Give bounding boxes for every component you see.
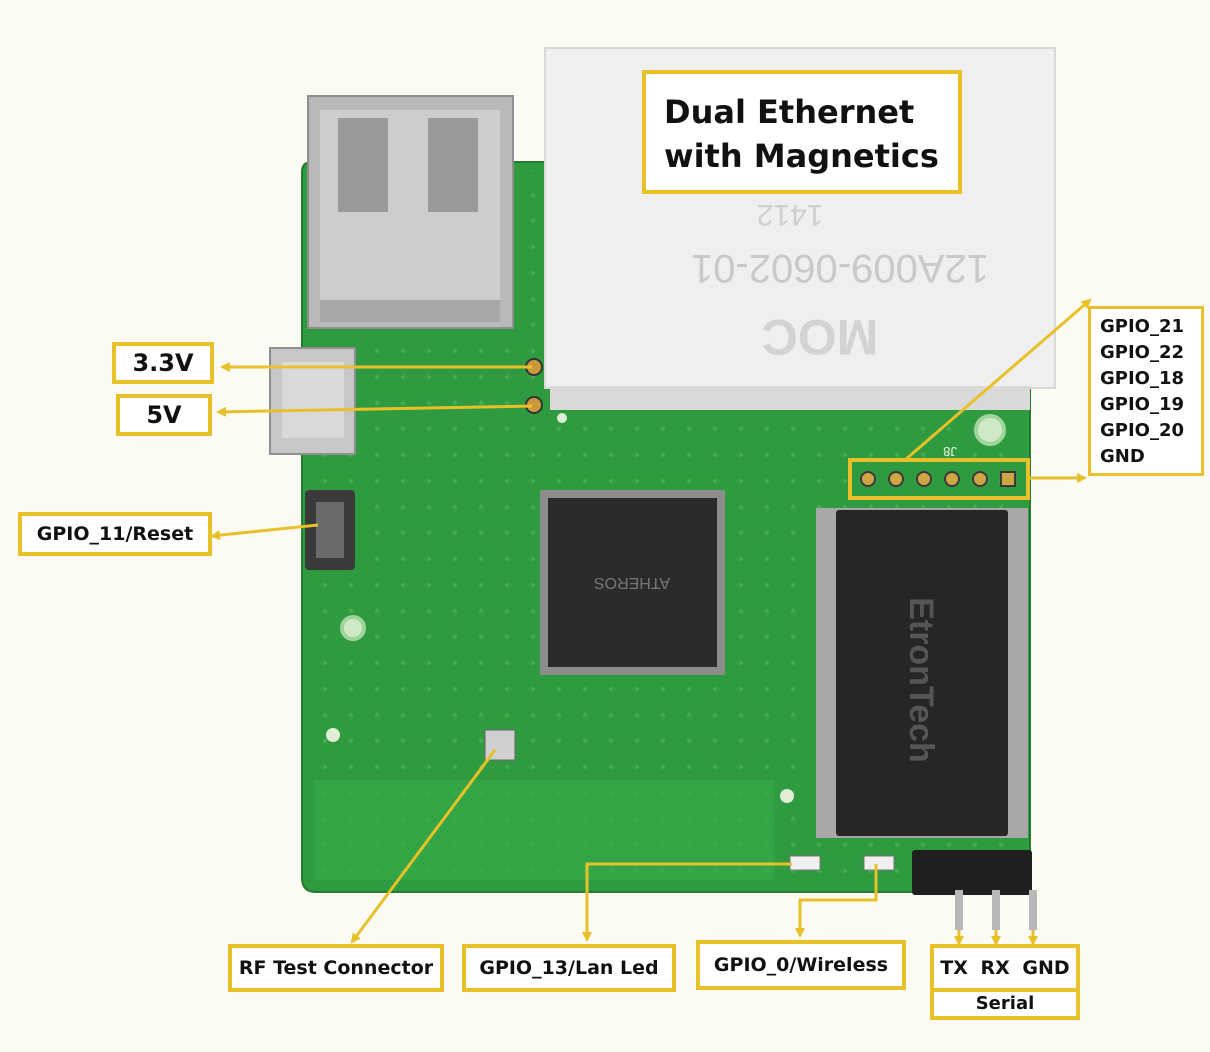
label-gpio0-wireless: GPIO_0/Wireless xyxy=(696,940,906,990)
arrow-5v xyxy=(216,404,533,417)
gpio-item: GPIO_22 xyxy=(1100,342,1185,363)
j8-print: J8 xyxy=(943,444,957,459)
j8-header: J8 xyxy=(848,444,1030,500)
gpio-item: GPIO_20 xyxy=(1100,420,1185,441)
label-gpio11-reset: GPIO_11/Reset xyxy=(18,512,212,556)
gpio-item: GPIO_18 xyxy=(1100,368,1185,389)
label-5v: 5V xyxy=(116,394,212,436)
serial-rx-label: RX xyxy=(980,957,1010,979)
chip-brand-print: ATHEROS xyxy=(594,574,670,591)
serial-caption: Serial xyxy=(975,993,1035,1014)
memory-chip: EtronTech xyxy=(816,508,1028,838)
leader-lines xyxy=(210,298,1092,946)
arrow-gpio0 xyxy=(795,864,878,938)
serial-tx-label: TX xyxy=(940,957,968,979)
gpio-item: GPIO_19 xyxy=(1100,394,1185,415)
label-rf-test-connector: RF Test Connector xyxy=(228,944,444,992)
label-gpio13-lan-led: GPIO_13/Lan Led xyxy=(462,944,676,992)
serial-box: TX RX GND Serial xyxy=(930,944,1080,1020)
module-code-print: 12A009-0602-01 xyxy=(691,246,989,290)
ethernet-module: 1412 12A009-0602-01 MOC xyxy=(544,47,1056,410)
module-date-print: 1412 xyxy=(757,198,824,231)
gpio-item: GND xyxy=(1100,446,1145,467)
arrow-gpio11 xyxy=(210,523,319,541)
serial-pins-row: TX RX GND xyxy=(934,948,1076,988)
gpio-header-list: GPIO_21 GPIO_22 GPIO_18 GPIO_19 GPIO_20 … xyxy=(1088,306,1204,476)
soc-chip: ATHEROS xyxy=(540,490,725,675)
gpio-item: GPIO_21 xyxy=(1100,316,1185,337)
module-brand-print: MOC xyxy=(762,309,879,365)
arrow-gpio-list-from xyxy=(904,298,1092,462)
serial-gnd-label: GND xyxy=(1022,957,1070,979)
title-line-2: with Magnetics xyxy=(664,137,939,175)
memory-brand-print: EtronTech xyxy=(902,597,940,763)
leds xyxy=(789,855,895,871)
arrow-gpio13 xyxy=(582,862,792,942)
arrow-rf xyxy=(350,749,497,944)
title-line-1: Dual Ethernet xyxy=(664,93,915,131)
serial-divider xyxy=(934,988,1076,992)
usb-a-connector xyxy=(307,95,514,329)
reset-button-part xyxy=(305,490,355,570)
label-3v3: 3.3V xyxy=(112,342,214,384)
title-box: Dual Ethernet with Magnetics xyxy=(642,70,962,194)
serial-pin-header xyxy=(912,850,1037,930)
micro-usb-connector xyxy=(269,347,356,455)
